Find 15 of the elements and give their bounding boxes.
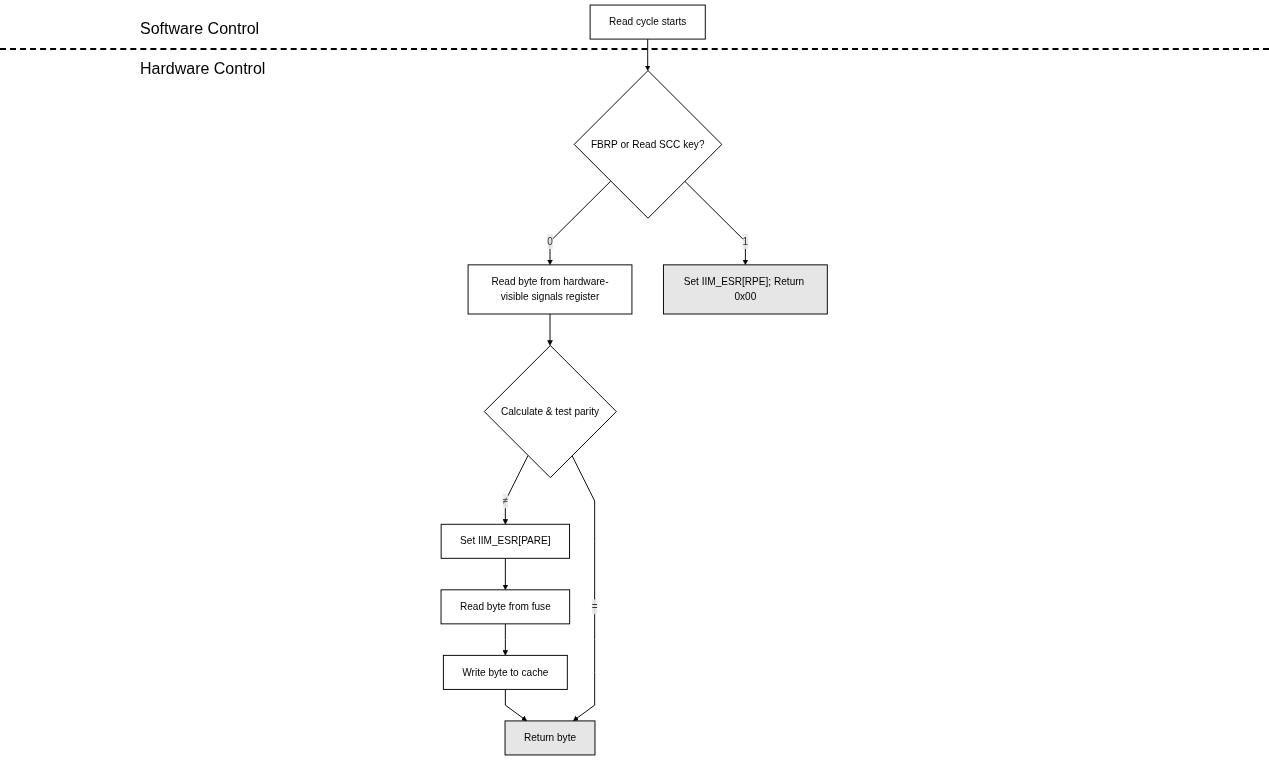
edge-label: = <box>592 601 598 612</box>
node-diamond: Calculate & test parity <box>484 345 618 479</box>
section-label: Software Control <box>140 20 260 38</box>
node-box: Set IIM_ESR[RPE]; Return 0x00 <box>663 264 829 315</box>
node-box: Read byte from fuse <box>440 589 571 625</box>
edge-label: ≠ <box>502 495 509 506</box>
node-box: Write byte to cache <box>443 654 569 690</box>
node-box: Set IIM_ESR[PARE] <box>441 523 571 559</box>
edge-label: 1 <box>742 235 749 247</box>
node-box: Read byte from hardware-visible signals register <box>467 264 633 315</box>
section-label: Hardware Control <box>140 60 266 78</box>
edge-label: 0 <box>547 235 554 247</box>
node-box: Return byte <box>504 720 596 756</box>
node-diamond: FBRP or Read SCC key? <box>574 70 723 219</box>
node-box: Read cycle starts <box>589 4 707 40</box>
